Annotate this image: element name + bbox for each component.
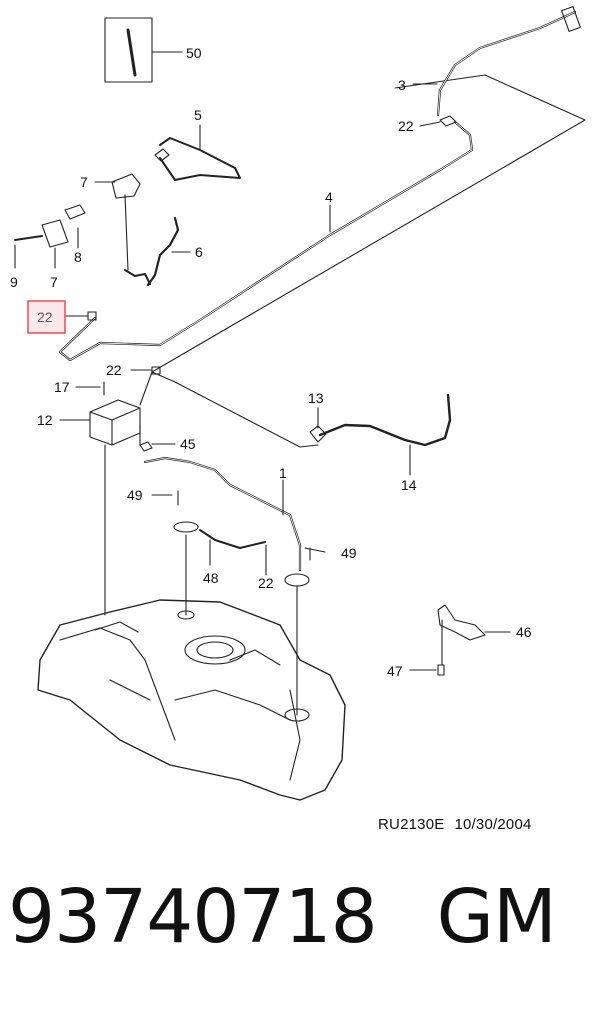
callout-22-highlighted: 22 xyxy=(37,309,53,325)
callout-4: 4 xyxy=(325,189,333,205)
callout-5: 5 xyxy=(194,107,202,123)
callout-46: 46 xyxy=(516,624,532,640)
highlighted-callout-box xyxy=(27,300,66,334)
fuel-tank xyxy=(37,599,346,801)
hose-6 xyxy=(146,216,180,287)
bracket-46 xyxy=(437,604,486,641)
callout-9: 9 xyxy=(10,274,18,290)
callout-7-left: 7 xyxy=(50,274,58,290)
line-1 xyxy=(143,456,302,572)
callout-13: 13 xyxy=(308,390,324,406)
brand-name: GM xyxy=(436,874,557,960)
callout-14: 14 xyxy=(401,477,417,493)
callout-6: 6 xyxy=(195,244,203,260)
part-number: 93740718 xyxy=(8,874,378,960)
callout-22-mid: 22 xyxy=(106,362,122,378)
valve-7 xyxy=(111,173,141,199)
leader-frame xyxy=(151,74,586,448)
callout-49-left: 49 xyxy=(127,487,143,503)
callout-7-top: 7 xyxy=(80,174,88,190)
diagram-reference: RU2130E 10/30/2004 xyxy=(378,816,542,833)
callout-49-right: 49 xyxy=(341,545,357,561)
part-8 xyxy=(64,204,86,220)
hose-3 xyxy=(436,10,577,117)
reference-code: RU2130E xyxy=(378,816,445,833)
canister-12 xyxy=(89,399,141,446)
fitting-13 xyxy=(309,425,327,443)
callout-1: 1 xyxy=(279,465,287,481)
part-7-bracket xyxy=(41,219,69,248)
line-4 xyxy=(58,120,474,362)
callout-12: 12 xyxy=(37,412,53,428)
callout-22-bottom: 22 xyxy=(258,575,274,591)
reference-date: 10/30/2004 xyxy=(454,816,532,833)
callout-45: 45 xyxy=(180,436,196,452)
callout-47: 47 xyxy=(387,663,403,679)
callout-17: 17 xyxy=(54,379,70,395)
sender-48 xyxy=(173,521,199,533)
callout-50: 50 xyxy=(186,45,202,61)
callout-8: 8 xyxy=(74,249,82,265)
callout-22-top: 22 xyxy=(398,118,414,134)
parts-diagram: 50 3 22 5 7 4 9 8 7 6 22 22 17 12 13 45 … xyxy=(10,6,586,801)
callout-3: 3 xyxy=(398,77,406,93)
line-5 xyxy=(159,137,241,181)
hose-14 xyxy=(318,393,452,447)
part-50-box xyxy=(104,17,153,83)
callout-48: 48 xyxy=(203,570,219,586)
